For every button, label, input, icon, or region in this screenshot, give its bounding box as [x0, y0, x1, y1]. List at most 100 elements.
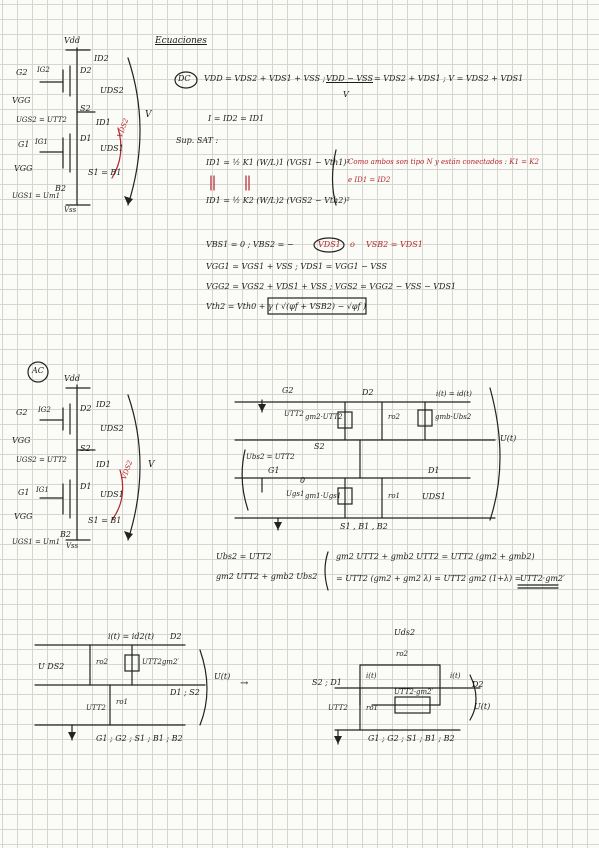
ac-eq-currents: gm2 UTT2 + gmb2 Ubs2 — [216, 572, 318, 581]
ac-label-b2: B2 — [60, 530, 71, 539]
ac-label-g1: G1 — [18, 488, 30, 497]
ss-label-ro2: ro2 — [388, 413, 401, 421]
ac-label-v: V — [148, 460, 155, 470]
br-label-it2: i(t) — [450, 672, 461, 680]
ac-eq-factor: gm2 UTT2 + gmb2 UTT2 = UTT2 (gm2 + gmb2) — [336, 552, 535, 561]
dc-eq-vgg1: VGG1 = VGS1 + VSS ; VDS1 = VGG1 − VSS — [206, 262, 387, 271]
ac-label-vdd: Vdd — [64, 374, 81, 383]
dc-label-ig1: IG1 — [35, 138, 48, 146]
br-label-uds2: Uds2 — [394, 628, 416, 637]
bl-label-ut: U(t) — [214, 672, 231, 681]
ss-label-g1: G1 — [268, 466, 280, 475]
ac-label-s1b1: S1 = B1 — [88, 516, 122, 525]
dc-eq-vds1-circled: VDS1 — [318, 240, 341, 249]
dc-label-g2: G2 — [16, 68, 28, 77]
dc-label-vss: Vss — [64, 206, 77, 214]
dc-eq-or: o — [350, 240, 355, 249]
dc-label-b2: B2 — [55, 184, 66, 193]
ac-label-ig1: IG1 — [36, 486, 49, 494]
ac-label-vgs2: UGS2 = UTT2 — [16, 456, 67, 464]
ac-label-id2: ID2 — [96, 400, 111, 409]
ac-label-vss: Vss — [66, 542, 79, 550]
ac-eq-ubs2: Ubs2 = UTT2 — [216, 552, 272, 561]
dc-label-vds2: UDS2 — [100, 86, 124, 95]
dc-sup-sat: Sup. SAT : — [176, 136, 219, 145]
ac-label-s2: S2 — [80, 444, 91, 453]
ac-eq-lambda: = UTT2 (gm2 + gm2 λ) = UTT2 gm2 (1+λ) = — [336, 574, 522, 583]
dc-label-d1: D1 — [80, 134, 92, 143]
bl-label-d2: D2 — [170, 632, 182, 641]
ss-label-s2: S2 — [314, 442, 325, 451]
dc-label-vdd: Vdd — [64, 36, 81, 45]
bl-label-ro2: ro2 — [96, 658, 109, 666]
dc-eq-kvl-rest: = VDS2 + VDS1 ; V = VDS2 + VDS1 — [374, 74, 524, 83]
br-label-src: UTT2·gm2′ — [394, 688, 434, 696]
ac-tag: AC — [32, 366, 44, 375]
dc-label-vgs1: UGS1 = Um1 — [12, 192, 61, 200]
dc-label-g1: G1 — [18, 140, 30, 149]
dc-label-v: V — [145, 110, 152, 120]
ac-label-d1: D1 — [80, 482, 92, 491]
ss-label-ugs1: Ugs1 — [286, 490, 305, 498]
ss-label-gmb2: gmb·Ubs2 — [435, 413, 472, 421]
ac-label-d2: D2 — [80, 404, 92, 413]
ss-label-g2: G2 — [282, 386, 294, 395]
dc-eq-id2: ID1 = ½ K2 (W/L)2 (VGS2 − Vth2)² — [206, 196, 350, 205]
bl-label-src: UTT2gm2′ — [142, 658, 179, 666]
bl-label-it: i(t) = id2(t) — [108, 632, 155, 641]
ac-eq-result: UTT2·gm2′ — [520, 574, 565, 583]
ac-label-vgg1: VGG — [14, 512, 33, 521]
bl-label-uds2: U DS2 — [38, 662, 65, 671]
dc-eq-vbs: VBS1 = 0 ; VBS2 = − — [206, 240, 294, 249]
ss-label-ro1: ro1 — [388, 492, 401, 500]
ss-label-it: i(t) = id(t) — [436, 390, 472, 398]
dc-note-2: e ID1 = ID2 — [348, 176, 391, 184]
ac-label-ig2: IG2 — [38, 406, 51, 414]
ss-label-gm1: gm1·Ugs1 — [305, 492, 342, 500]
bl-label-gnd: G1 ; G2 ; S1 ; B1 ; B2 — [96, 734, 183, 743]
ac-label-g2: G2 — [16, 408, 28, 417]
page-heading: Ecuaciones — [155, 36, 207, 46]
dc-label-vgg1: VGG — [14, 164, 33, 173]
ac-label-vds2: UDS2 — [100, 424, 124, 433]
ss-label-uds1: UDS1 — [422, 492, 446, 501]
br-label-ut: U(t) — [474, 702, 491, 711]
br-label-ro2: ro2 — [396, 650, 409, 658]
ss-label-d1: D1 — [428, 466, 440, 475]
dc-eq-kvl-supply: VDD − VSS — [326, 74, 373, 83]
ss-label-ugs2: UTT2 — [284, 410, 304, 418]
dc-eq-id1: ID1 = ½ K1 (W/L)1 (VGS1 − Vth1)² — [206, 158, 350, 167]
br-label-ro1: ro1 — [366, 704, 379, 712]
dc-eq-kvl-v: V — [343, 90, 349, 99]
dc-label-ig2: IG2 — [37, 66, 50, 74]
ac-label-vds1: UDS1 — [100, 490, 124, 499]
ss-label-d2: D2 — [362, 388, 374, 397]
dc-eq-vgg2: VGG2 = VGS2 + VDS1 + VSS ; VGS2 = VGG2 −… — [206, 282, 457, 291]
dc-label-d2: D2 — [80, 66, 92, 75]
br-label-d2: D2 — [472, 680, 484, 689]
bl-label-utt2: UTT2 — [86, 704, 106, 712]
ss-label-ut: U(t) — [500, 434, 517, 443]
transform-arrow: → — [240, 678, 249, 689]
br-label-it: i(t) — [366, 672, 377, 680]
dc-eq-vth2: Vth2 = Vth0 + γ ( √(φf + VSB2) − √φf ) — [206, 302, 367, 311]
ac-label-id1: ID1 — [96, 460, 111, 469]
dc-label-vgg: VGG — [12, 96, 31, 105]
dc-label-s2: S2 — [80, 104, 91, 113]
ss-label-gm2: gm2·UTT2 — [305, 413, 343, 421]
ac-label-vgg: VGG — [12, 436, 31, 445]
ss-label-zero: 0 — [300, 476, 306, 485]
dc-label-s1b1: S1 = B1 — [88, 168, 122, 177]
ss-label-ubs2: Ubs2 = UTT2 — [246, 453, 295, 461]
dc-eq-vsb2: VSB2 = VDS1 — [366, 240, 423, 249]
dc-note: Como ambos son tipo N y están conectados… — [348, 158, 539, 166]
dc-label-vds1: UDS1 — [100, 144, 124, 153]
br-label-utt2: UTT2 — [328, 704, 348, 712]
bl-label-d1s2: D1 ; S2 — [170, 688, 200, 697]
ac-label-vgs1: UGS1 = Um1 — [12, 538, 61, 546]
dc-label-vgs2: UGS2 = UTT2 — [16, 116, 67, 124]
br-label-s2d1: S2 ; D1 — [312, 678, 342, 687]
dc-label-id1: ID1 — [96, 118, 111, 127]
bl-label-ro1: ro1 — [116, 698, 129, 706]
